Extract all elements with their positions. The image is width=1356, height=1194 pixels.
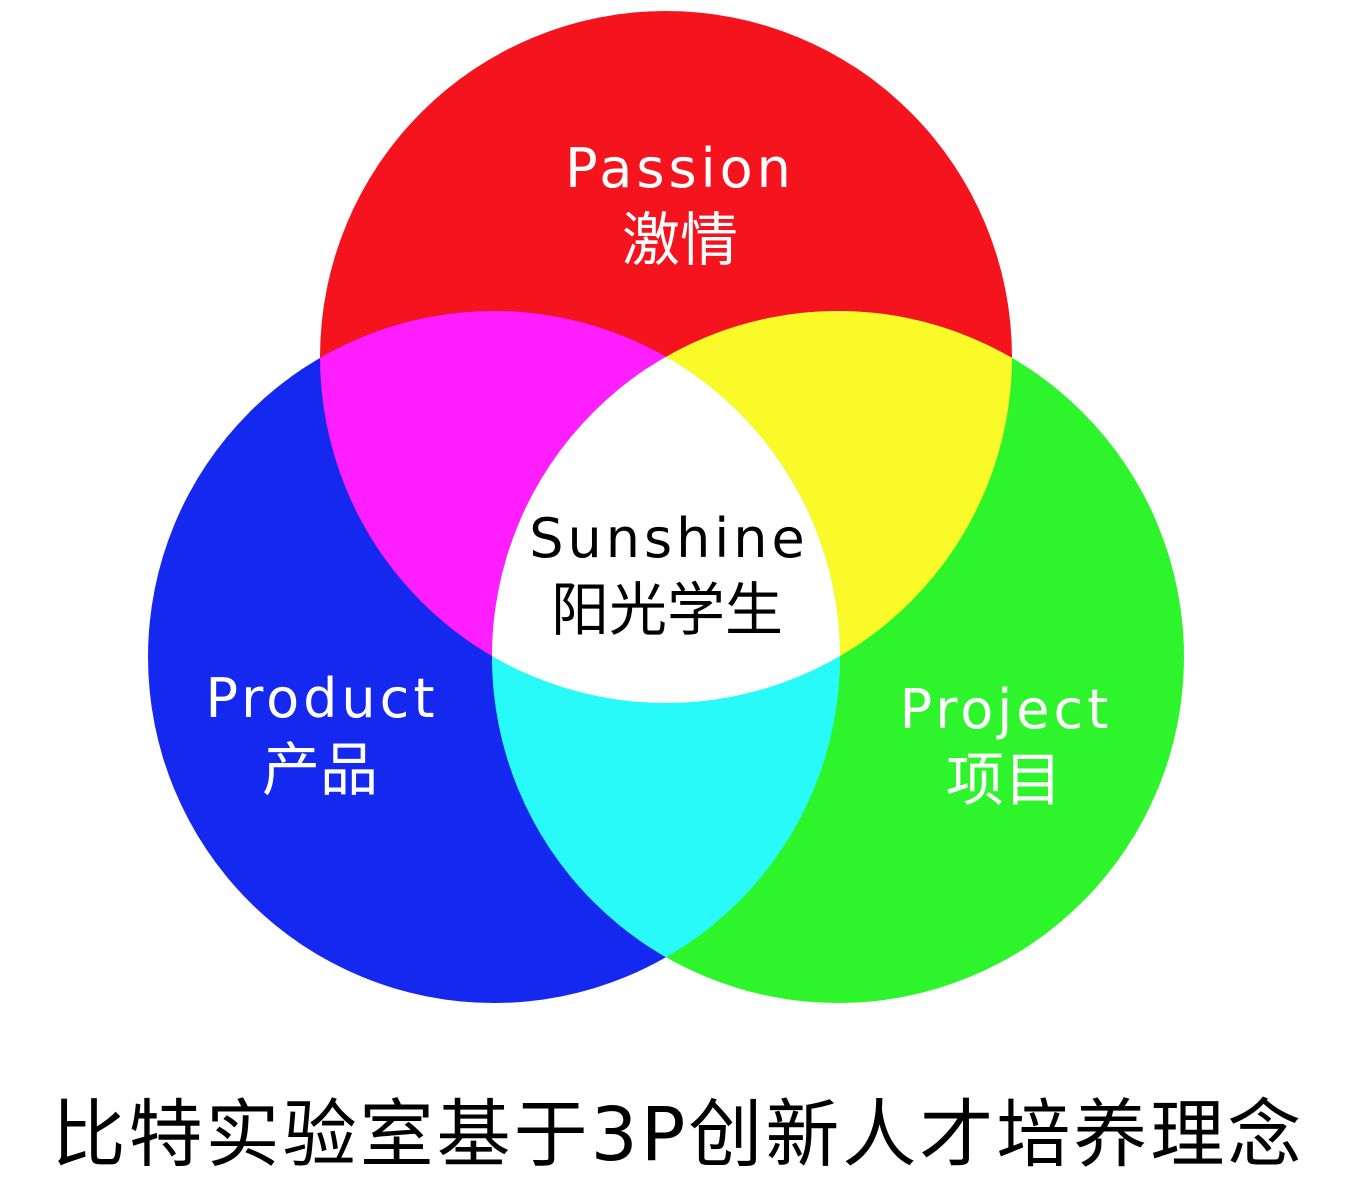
project-label: Project: [900, 678, 1113, 741]
project-label-zh: 项目: [946, 746, 1062, 814]
center-label-zh: 阳光学生: [551, 576, 783, 644]
product-label-zh: 产品: [262, 736, 378, 804]
passion-label: Passion: [565, 137, 795, 200]
venn-diagram: Passion 激情 Product 产品 Project 项目 Sunshin…: [148, 11, 1184, 1003]
overlap-center: [492, 311, 840, 703]
center-label: Sunshine: [529, 507, 809, 570]
product-label: Product: [205, 667, 438, 730]
passion-label-zh: 激情: [622, 206, 738, 274]
caption: 比特实验室基于3P创新人才培养理念: [51, 1092, 1305, 1178]
